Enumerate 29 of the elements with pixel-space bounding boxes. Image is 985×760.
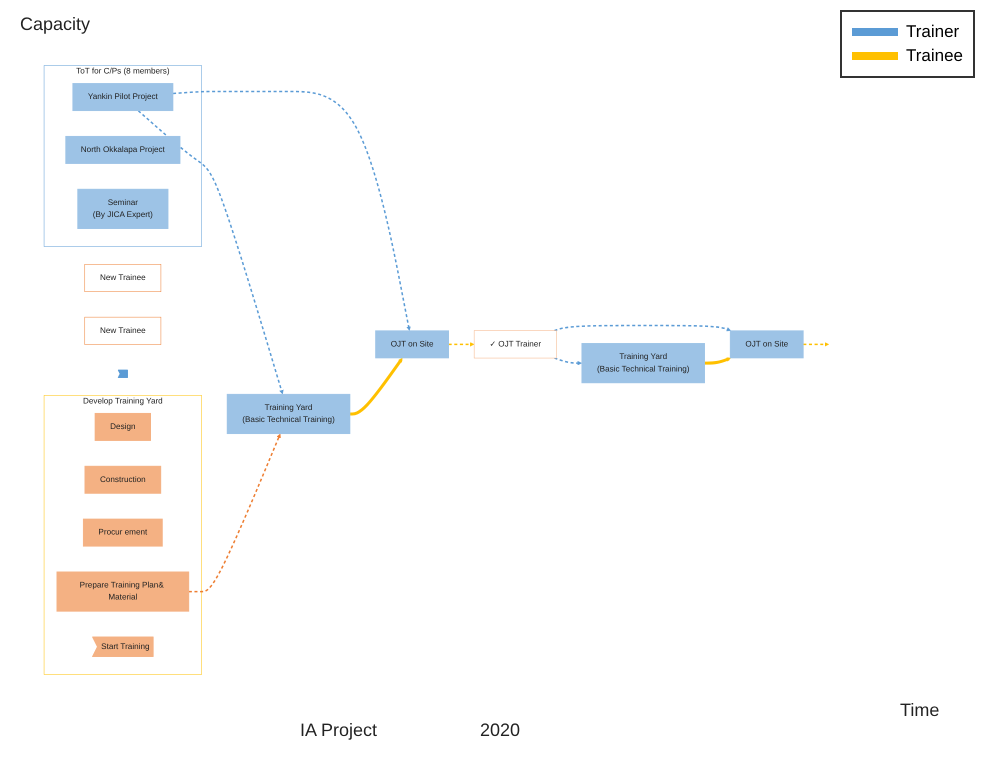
- arrow: [803, 342, 830, 347]
- node-box: Training Yard (Basic Technical Training): [581, 343, 705, 384]
- legend-label: Trainer: [906, 22, 960, 42]
- legend-label: Trainee: [906, 46, 963, 66]
- node-box: Yankin Pilot Project: [72, 83, 174, 112]
- node-box: Seminar (By JICA Expert): [77, 188, 168, 229]
- arrow: [188, 434, 281, 592]
- arrow: [554, 324, 731, 332]
- node-box: New Trainee: [84, 264, 162, 292]
- arrow: [554, 357, 582, 366]
- node-box: OJT on Site: [375, 330, 449, 358]
- node-box: North Okkalapa Project: [65, 136, 180, 164]
- node-box: New Trainee: [84, 316, 162, 345]
- node-box: Construction: [84, 466, 162, 494]
- node-box: ✓ OJT Trainer: [474, 330, 557, 358]
- node-box: OJT on Site: [730, 330, 804, 358]
- axis-label: Time: [900, 700, 940, 721]
- node-box: Prepare Training Plan& Material: [56, 572, 190, 612]
- axis-label: Capacity: [20, 14, 90, 35]
- arrow: [138, 110, 284, 394]
- arrow: [448, 342, 474, 347]
- node-box: Procur ement: [82, 518, 163, 547]
- timeline-label: IA Project: [300, 720, 378, 741]
- arrow: [350, 358, 403, 416]
- node-box: Design: [94, 412, 151, 441]
- node-box: Training Yard (Basic Technical Training): [226, 394, 350, 434]
- arrow: [704, 357, 731, 365]
- timeline-label: 2020: [480, 720, 520, 741]
- arrow: [173, 90, 411, 331]
